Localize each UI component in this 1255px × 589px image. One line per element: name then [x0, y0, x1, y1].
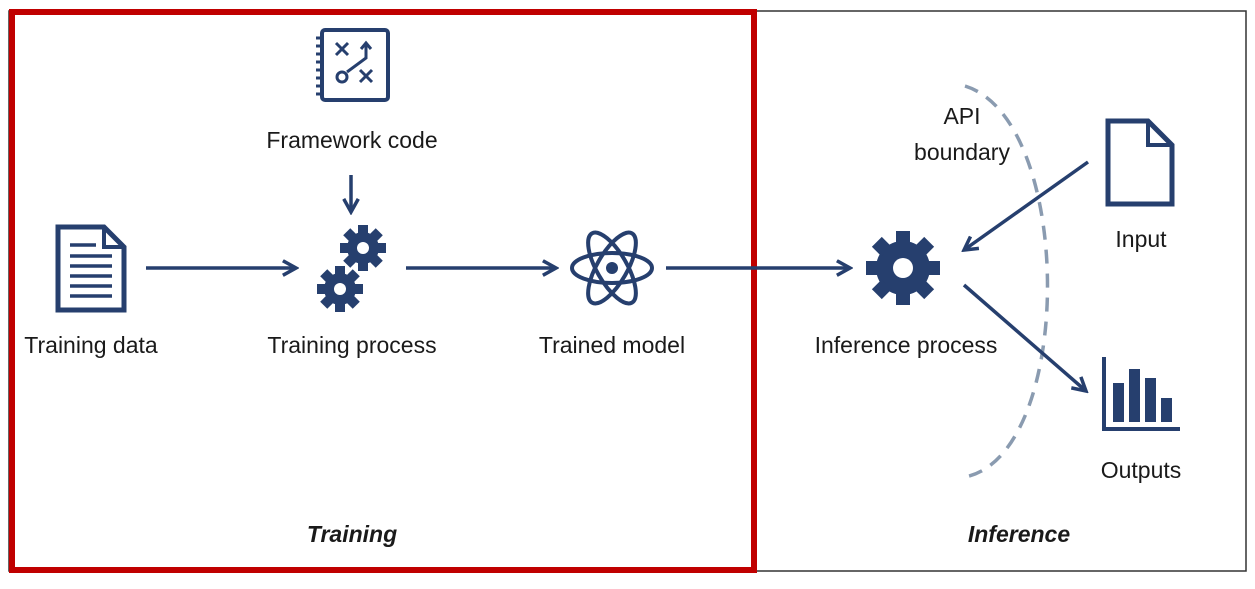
training-data-label: Training data: [24, 332, 158, 358]
bar-chart-icon: [1102, 357, 1180, 431]
inference-process-label: Inference process: [814, 332, 998, 358]
training-process-label: Training process: [267, 332, 437, 358]
trained-model-label: Trained model: [538, 332, 686, 358]
document-icon: [55, 224, 127, 313]
api-label-line1: API: [943, 103, 981, 129]
inference-section-title: Inference: [967, 521, 1071, 547]
outputs-label: Outputs: [1100, 457, 1182, 483]
arrow-input-to-inference: [964, 160, 1090, 250]
framework-code-label: Framework code: [266, 127, 438, 153]
gear-icon: [866, 231, 940, 305]
atom-icon: [570, 230, 654, 306]
training-section-title: Training: [306, 521, 398, 547]
file-icon: [1105, 118, 1175, 207]
arrow-inference-to-outputs: [962, 283, 1086, 391]
api-boundary-arc: [964, 84, 1050, 479]
diagram-frame: [8, 10, 1247, 572]
input-label: Input: [1115, 226, 1167, 252]
code-notebook-icon: [316, 28, 390, 102]
api-label-line2: boundary: [914, 139, 1010, 165]
gears-icon: [317, 225, 386, 312]
training-highlight-box: [9, 9, 757, 573]
